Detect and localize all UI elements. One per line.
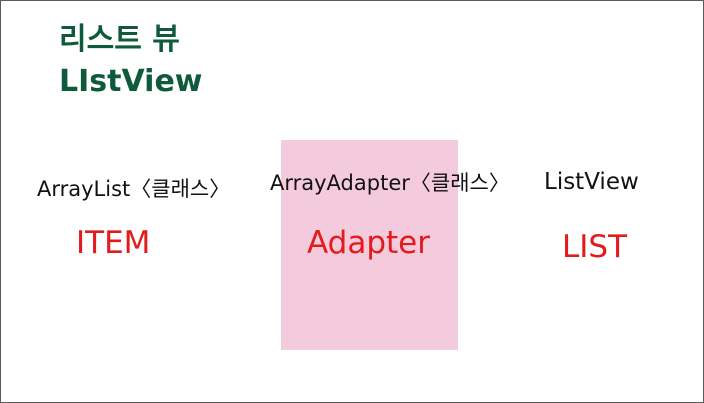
arraylist-label: ArrayList〈클래스〉 bbox=[37, 177, 231, 201]
adapter-highlight-box bbox=[281, 140, 458, 350]
page-title: 리스트 뷰 LIstView bbox=[59, 19, 203, 103]
arrayadapter-label: ArrayAdapter〈클래스〉 bbox=[270, 171, 510, 195]
list-text: LIST bbox=[562, 229, 628, 265]
title-english: LIstView bbox=[59, 64, 203, 99]
title-korean: 리스트 뷰 bbox=[59, 22, 180, 57]
listview-label: ListView bbox=[544, 169, 639, 195]
item-text: ITEM bbox=[76, 225, 151, 261]
adapter-text: Adapter bbox=[307, 225, 430, 261]
